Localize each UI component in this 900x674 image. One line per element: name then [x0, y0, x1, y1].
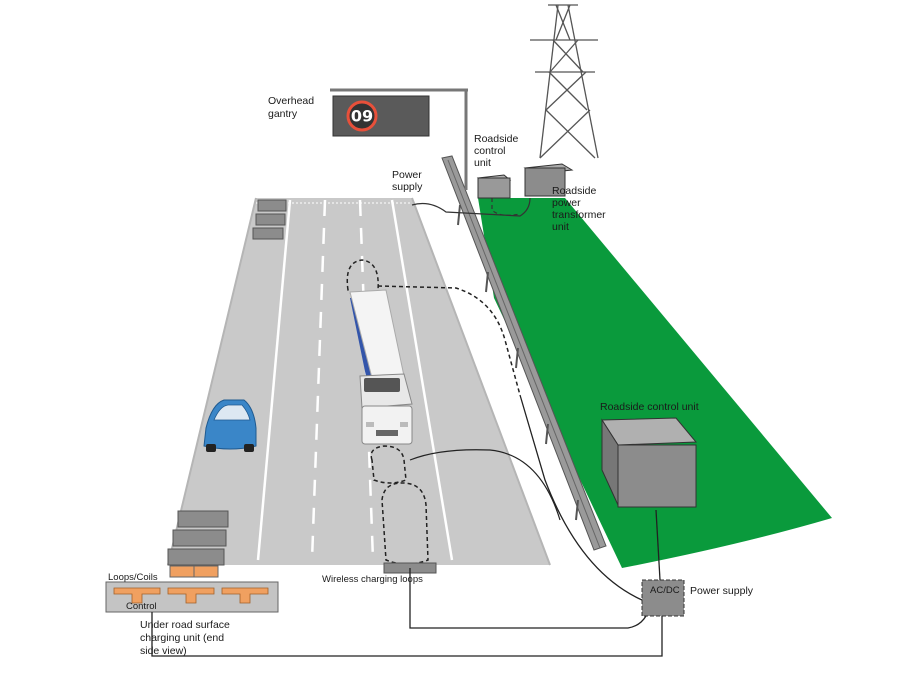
road-surface [168, 198, 550, 565]
charging-loop-upper [346, 259, 379, 312]
car [203, 399, 257, 452]
coil-units [113, 587, 269, 604]
label-transformer-1: Roadside [552, 185, 597, 197]
label-under-road-1: Under road surface [140, 619, 230, 631]
roadside-control-box-large [601, 417, 698, 508]
overhead-gantry: 60 [330, 88, 468, 190]
road-edge-right [411, 197, 551, 566]
truck [349, 289, 413, 445]
lane-marking-left-solid [256, 199, 292, 561]
power-supply-box [641, 579, 685, 617]
road-edge-left [167, 197, 257, 566]
label-power-supply-top-2: supply [392, 181, 423, 193]
charging-loop-lower [370, 445, 407, 484]
road-pads-bottom [167, 510, 229, 566]
label-transformer-3: transformer [552, 209, 606, 221]
power-cable-top [411, 197, 531, 217]
power-pylon-icon [530, 4, 599, 159]
road-pads-top [252, 199, 287, 240]
control-cable-top [491, 198, 521, 216]
speed-sign-ring [346, 100, 378, 132]
label-roadside-control-unit: Roadside control unit [600, 401, 699, 413]
guard-rail-posts [457, 204, 579, 521]
label-loops-coils: Loops/Coils [108, 572, 158, 583]
label-power-supply-bottom: Power supply [690, 585, 754, 597]
lane-marking-1 [310, 199, 327, 561]
loop-cable-upper [377, 285, 521, 396]
roadside-grass [478, 198, 832, 568]
label-wireless-charging-loops: Wireless charging loops [322, 574, 423, 585]
label-control: Control [126, 601, 157, 612]
roadside-control-box-small [476, 174, 512, 199]
label-under-road-2: charging unit (end [140, 632, 224, 644]
label-roadside-control-3: unit [474, 157, 491, 169]
label-transformer-4: unit [552, 221, 569, 233]
lane-marking-right-solid [390, 199, 454, 561]
transformer-box [523, 163, 574, 197]
charging-loop-bottom [381, 482, 429, 565]
label-acdc: AC/DC [650, 585, 680, 596]
cable-control-to-supply [655, 509, 661, 581]
cable-power-supply-2 [409, 568, 647, 629]
loop-cable-mid [409, 449, 561, 521]
label-transformer-2: power [552, 197, 581, 209]
label-roadside-control-1: Roadside [474, 133, 519, 145]
speed-sign-number: 60 [351, 106, 373, 125]
cable-power-supply-3 [151, 612, 663, 657]
label-roadside-control-2: control [474, 145, 506, 157]
under-road-charging-unit [105, 565, 279, 613]
label-under-road-3: side view) [140, 645, 187, 657]
label-overhead-gantry-1: Overhead [268, 95, 314, 107]
guard-rail-line [447, 159, 601, 549]
label-power-supply-top-1: Power [392, 169, 422, 181]
cable-power-supply-1 [519, 394, 643, 601]
label-overhead-gantry-2: gantry [268, 108, 298, 120]
